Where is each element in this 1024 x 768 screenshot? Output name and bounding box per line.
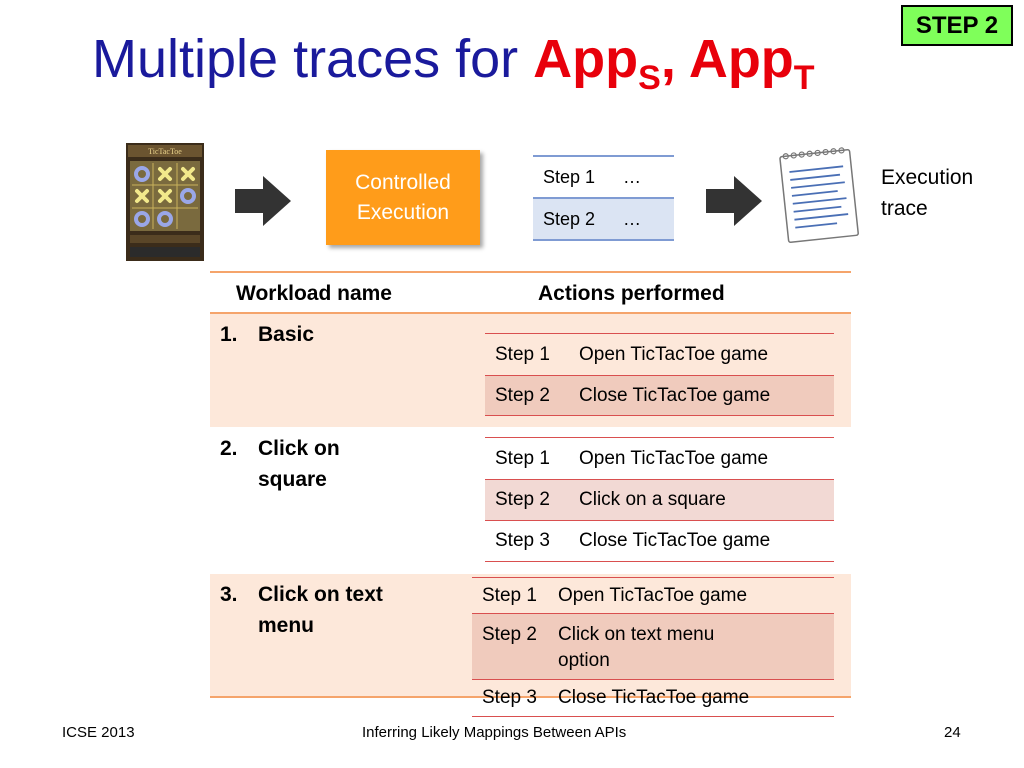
controlled-line-1: Controlled (355, 170, 451, 194)
workload-name: 1. Basic (220, 323, 315, 346)
table-row: Step 3 Close TicTacToe game (472, 679, 834, 717)
table-row: Step 2 Close TicTacToe game (485, 375, 834, 416)
divider (210, 312, 851, 314)
step-label: Step 2 (543, 208, 596, 229)
title-prefix: Multiple traces for (92, 29, 534, 89)
controlled-execution-box: Controlled Execution (326, 150, 480, 245)
step-action: … (623, 166, 641, 187)
slide-title: Multiple traces for AppS, AppT (92, 28, 815, 97)
divider (210, 271, 851, 273)
workload-steps: Step 1 Open TicTacToe game Step 2 Click … (472, 577, 834, 717)
table-row: Step 2 … (533, 197, 674, 241)
header-actions-performed: Actions performed (538, 282, 725, 305)
step-label: Step 1 (543, 166, 596, 187)
divider (210, 696, 851, 698)
step-action: … (623, 208, 641, 229)
workload-steps: Step 1 Open TicTacToe game Step 2 Click … (485, 437, 834, 562)
title-app-t: AppT (688, 29, 815, 97)
footer-paper-title: Inferring Likely Mappings Between APIs (362, 724, 627, 741)
table-row: Step 1 Open TicTacToe game (485, 333, 834, 375)
table-row: Step 1 … (533, 155, 674, 197)
arrow-right-icon (706, 176, 762, 226)
table-row: Step 2 Click on a square (485, 479, 834, 520)
trace-line-1: Execution (881, 166, 974, 189)
table-row: Step 2 Click on text menu option (472, 613, 834, 679)
workload-name: 2. Click on square (220, 437, 340, 491)
table-row: Step 3 Close TicTacToe game (485, 520, 834, 562)
step-badge: STEP 2 (901, 5, 1013, 46)
table-row: Step 1 Open TicTacToe game (472, 577, 834, 613)
footer-conference: ICSE 2013 (62, 724, 135, 741)
title-sep: , (660, 29, 689, 89)
document-icon (779, 147, 859, 243)
arrow-right-icon (235, 176, 291, 226)
controlled-line-2: Execution (356, 200, 450, 224)
mini-steps-table: Step 1 … Step 2 … (533, 155, 674, 241)
header-workload-name: Workload name (236, 282, 392, 305)
tictactoe-app-image: TicTacToe (126, 143, 204, 261)
trace-line-2: trace (881, 197, 928, 220)
phone-title: TicTacToe (148, 147, 182, 156)
workloads-table: Workload name Actions performed 1. Basic… (210, 271, 851, 717)
workload-steps: Step 1 Open TicTacToe game Step 2 Close … (485, 333, 834, 416)
workload-name: 3. Click on text menu (220, 583, 383, 637)
footer-page-number: 24 (944, 724, 961, 741)
execution-trace-label: Execution trace (881, 162, 973, 224)
title-app-s: AppS (533, 29, 661, 97)
table-row: Step 1 Open TicTacToe game (485, 437, 834, 479)
